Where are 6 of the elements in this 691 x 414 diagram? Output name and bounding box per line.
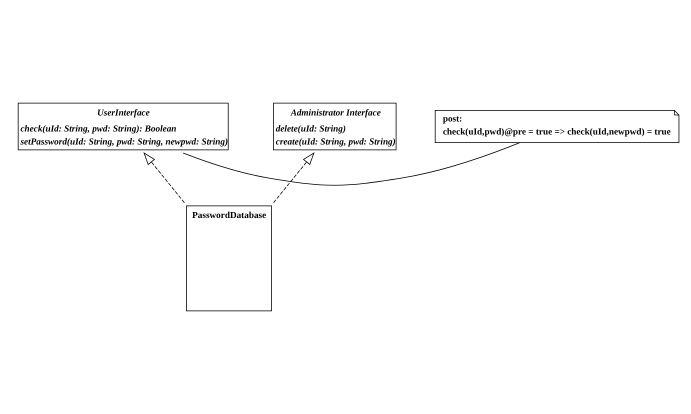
arrow bbox=[273, 152, 315, 204]
node-box: UserInterface check(uId: String, pwd: String): Boolean setPassword(uId: String, pwd: String, newpwd: String) bbox=[18, 102, 229, 150]
node-box: Administrator Interface delete(uId: String) create(uId: String, pwd: String) bbox=[273, 102, 396, 150]
arrow bbox=[143, 152, 185, 204]
connector bbox=[182, 142, 520, 186]
node-box: PasswordDatabase bbox=[186, 205, 272, 312]
